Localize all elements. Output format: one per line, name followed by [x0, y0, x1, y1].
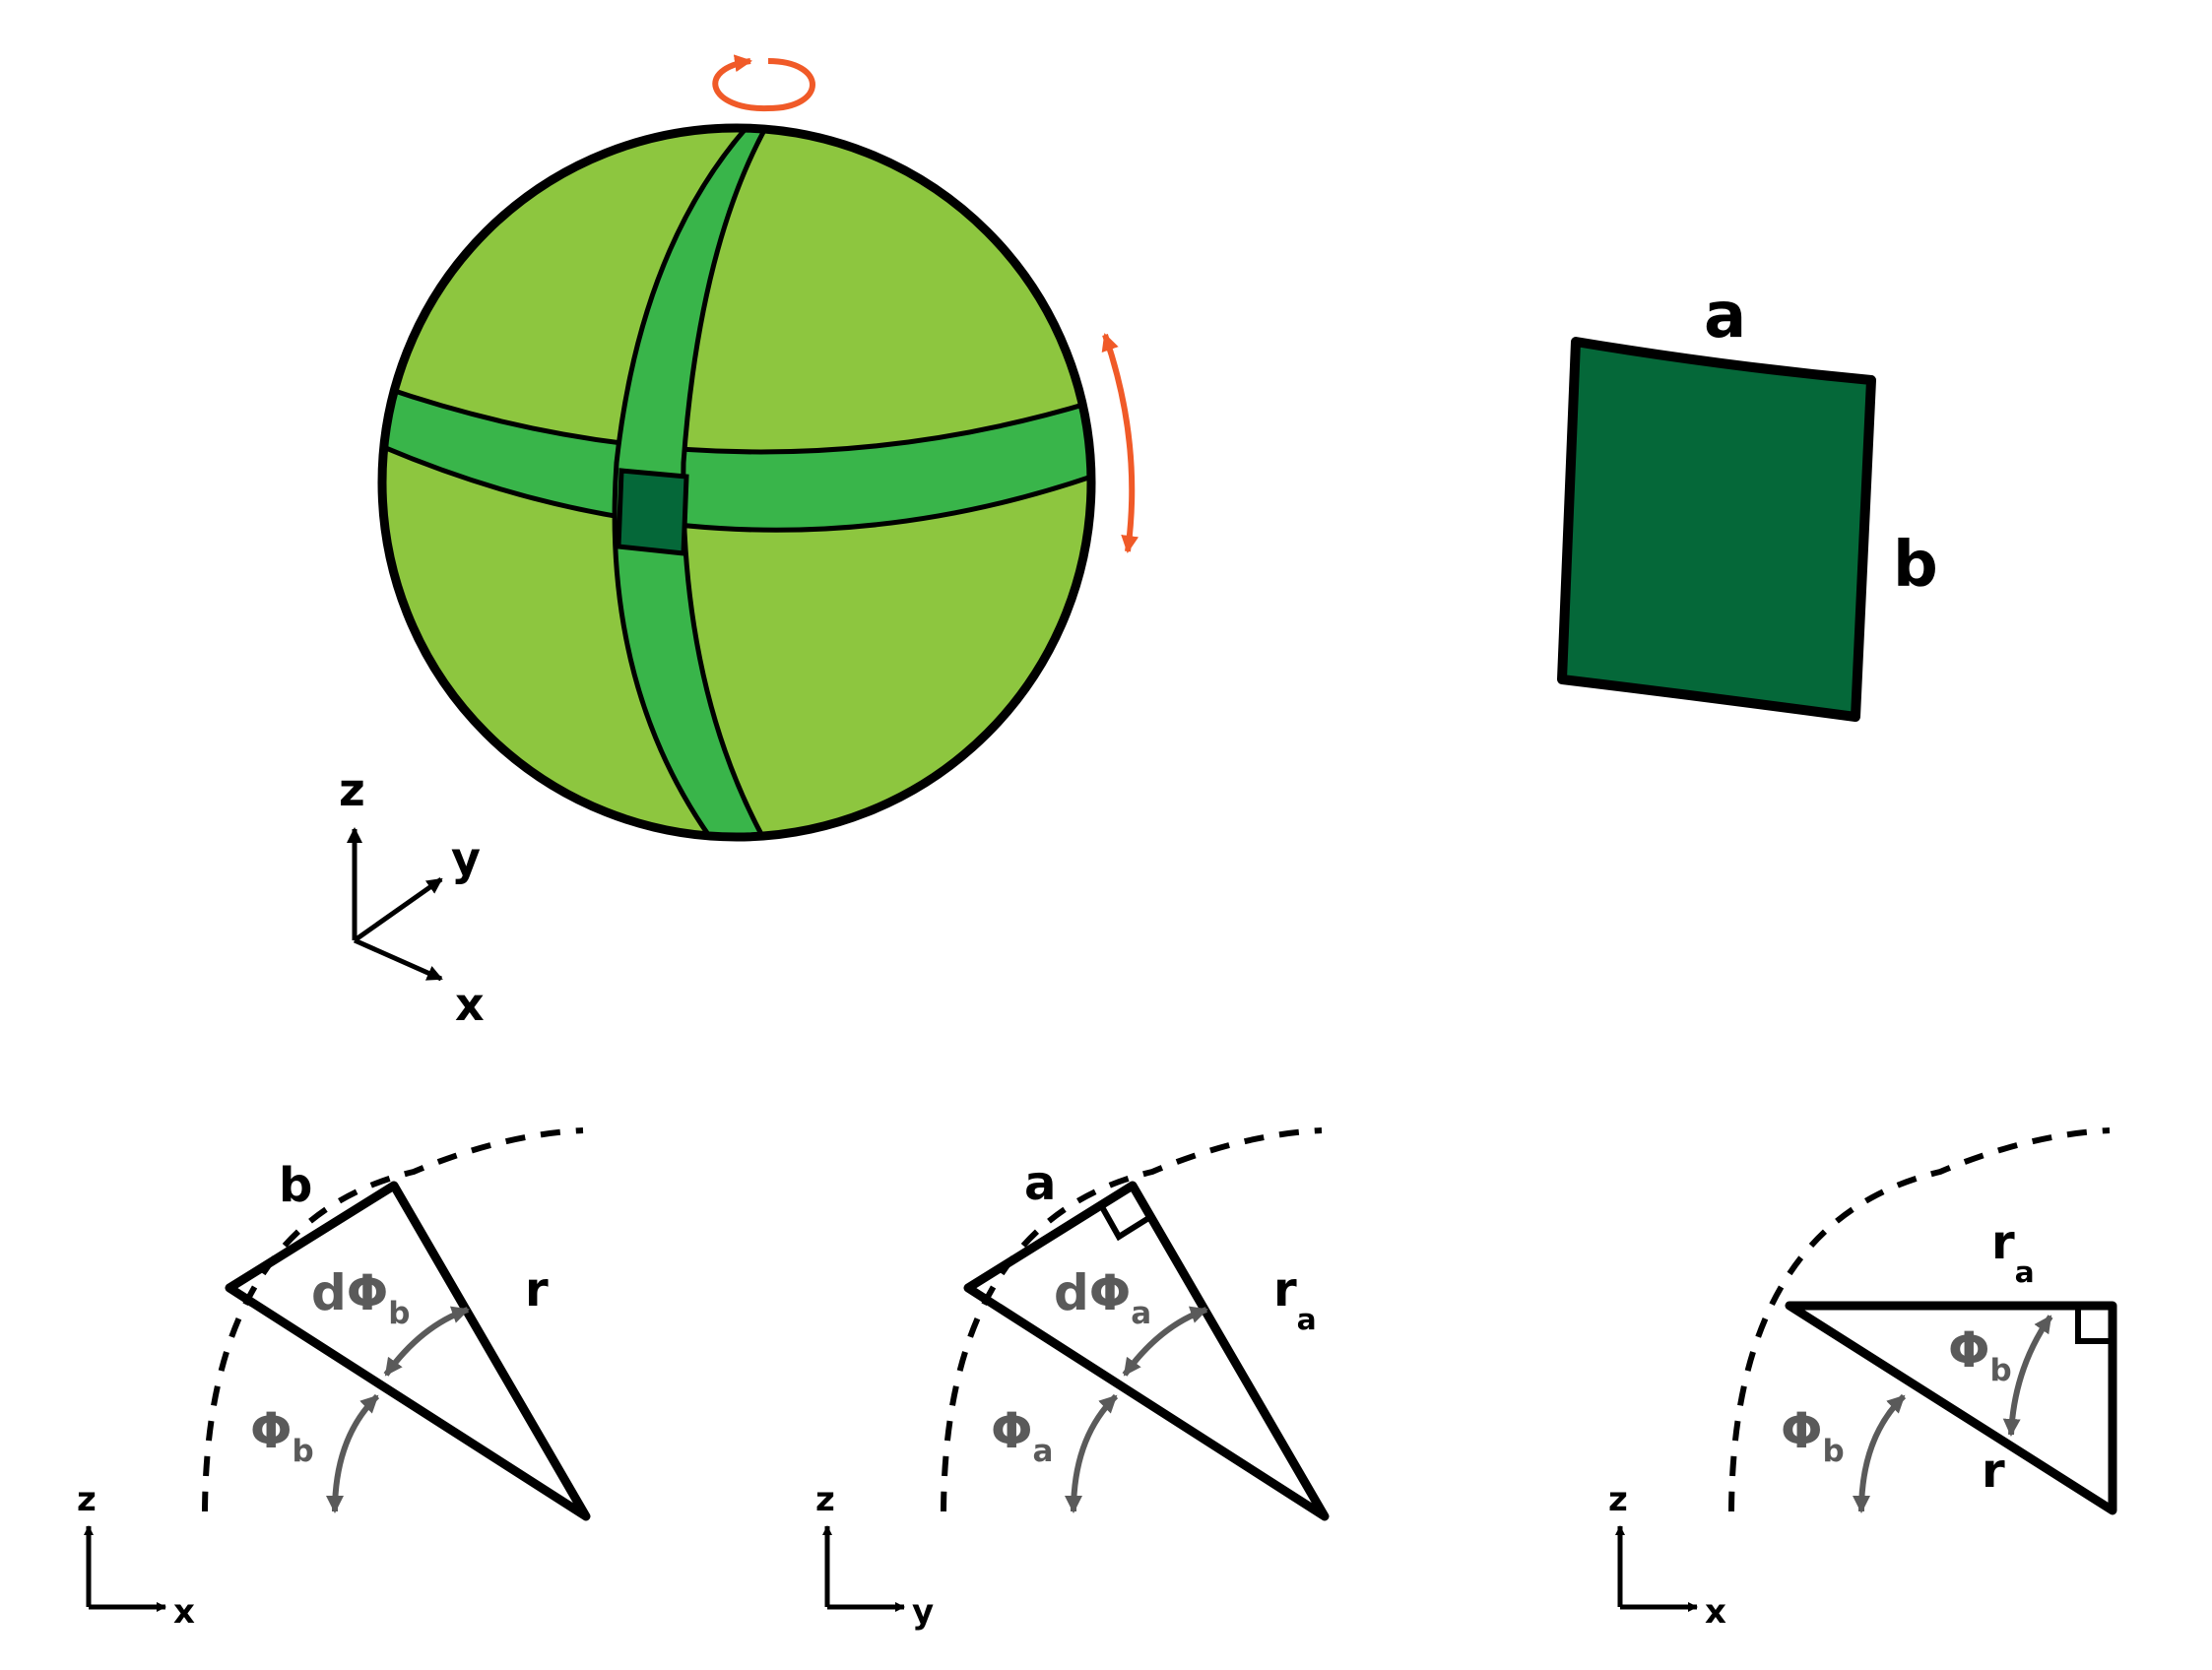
surface-element — [616, 468, 689, 556]
panel2-phi-arrow-icon — [1065, 1393, 1119, 1513]
panel2-right-angle-mark — [1098, 1203, 1152, 1242]
panel3-label-phi-outer: Φb — [1781, 1402, 1845, 1469]
sphere-group — [377, 54, 1139, 842]
panel2-axis-y: y — [912, 1592, 934, 1632]
panel2-arc — [941, 1127, 1323, 1512]
panel3-inner-phi-arrow-icon — [2002, 1315, 2053, 1437]
panel3-label-phi-inner: Φb — [1948, 1321, 2012, 1388]
panel1-label-b: b — [279, 1158, 312, 1213]
panel3-label-r: r — [1982, 1444, 2005, 1499]
panel3-right-angle-mark — [2075, 1306, 2113, 1344]
panel2-triangle — [963, 1181, 1330, 1521]
panel2-axis-z: z — [815, 1480, 835, 1519]
sphere-axis-z: z — [339, 763, 365, 816]
sphere-axes: z y x — [339, 763, 485, 1031]
panel3-axis-z: z — [1608, 1480, 1628, 1519]
panel3-axis-x: x — [1705, 1592, 1726, 1632]
panel1-arc — [202, 1127, 584, 1512]
panel-zx-ra: ra r Φb Φb z x — [1608, 1127, 2117, 1632]
panel3-label-ra: ra — [1991, 1215, 2035, 1290]
panel2-label-dphi: dΦa — [1054, 1264, 1151, 1331]
rotation-arrow-icon — [712, 54, 815, 112]
panel1-label-r: r — [525, 1262, 549, 1317]
panel-zy-a: a ra dΦa Φa z y — [815, 1127, 1330, 1632]
panel1-phi-arrow-icon — [326, 1393, 380, 1513]
panel2-label-a: a — [1024, 1156, 1056, 1211]
panel1-label-phi: Φb — [250, 1402, 314, 1469]
panel1-dphi-arrow-icon — [383, 1306, 470, 1377]
panel2-label-ra: ra — [1273, 1262, 1317, 1337]
panel1-triangle — [225, 1181, 591, 1521]
panel1-label-dphi: dΦb — [311, 1264, 411, 1331]
sphere-outline — [377, 123, 1096, 842]
panel3-outer-phi-arrow-icon — [1853, 1393, 1907, 1513]
sphere-axis-y: y — [451, 832, 481, 885]
element-detail: a b — [1557, 280, 1938, 722]
element-label-b: b — [1893, 529, 1938, 602]
panel1-axis-z: z — [77, 1480, 97, 1519]
panel2-label-phi: Φa — [991, 1402, 1053, 1469]
element-patch — [1557, 337, 1876, 722]
panel2-dphi-arrow-icon — [1122, 1306, 1208, 1377]
tilt-arrow-icon — [1101, 333, 1139, 553]
panel-zx-b: b r dΦb Φb z x — [77, 1127, 591, 1632]
longitude-band — [612, 128, 773, 837]
element-label-a: a — [1704, 280, 1746, 353]
panel3-arc — [1728, 1127, 2111, 1512]
sphere-axis-x: x — [455, 978, 485, 1031]
panel3-triangle — [1785, 1301, 2117, 1515]
panel1-axis-x: x — [173, 1592, 195, 1632]
